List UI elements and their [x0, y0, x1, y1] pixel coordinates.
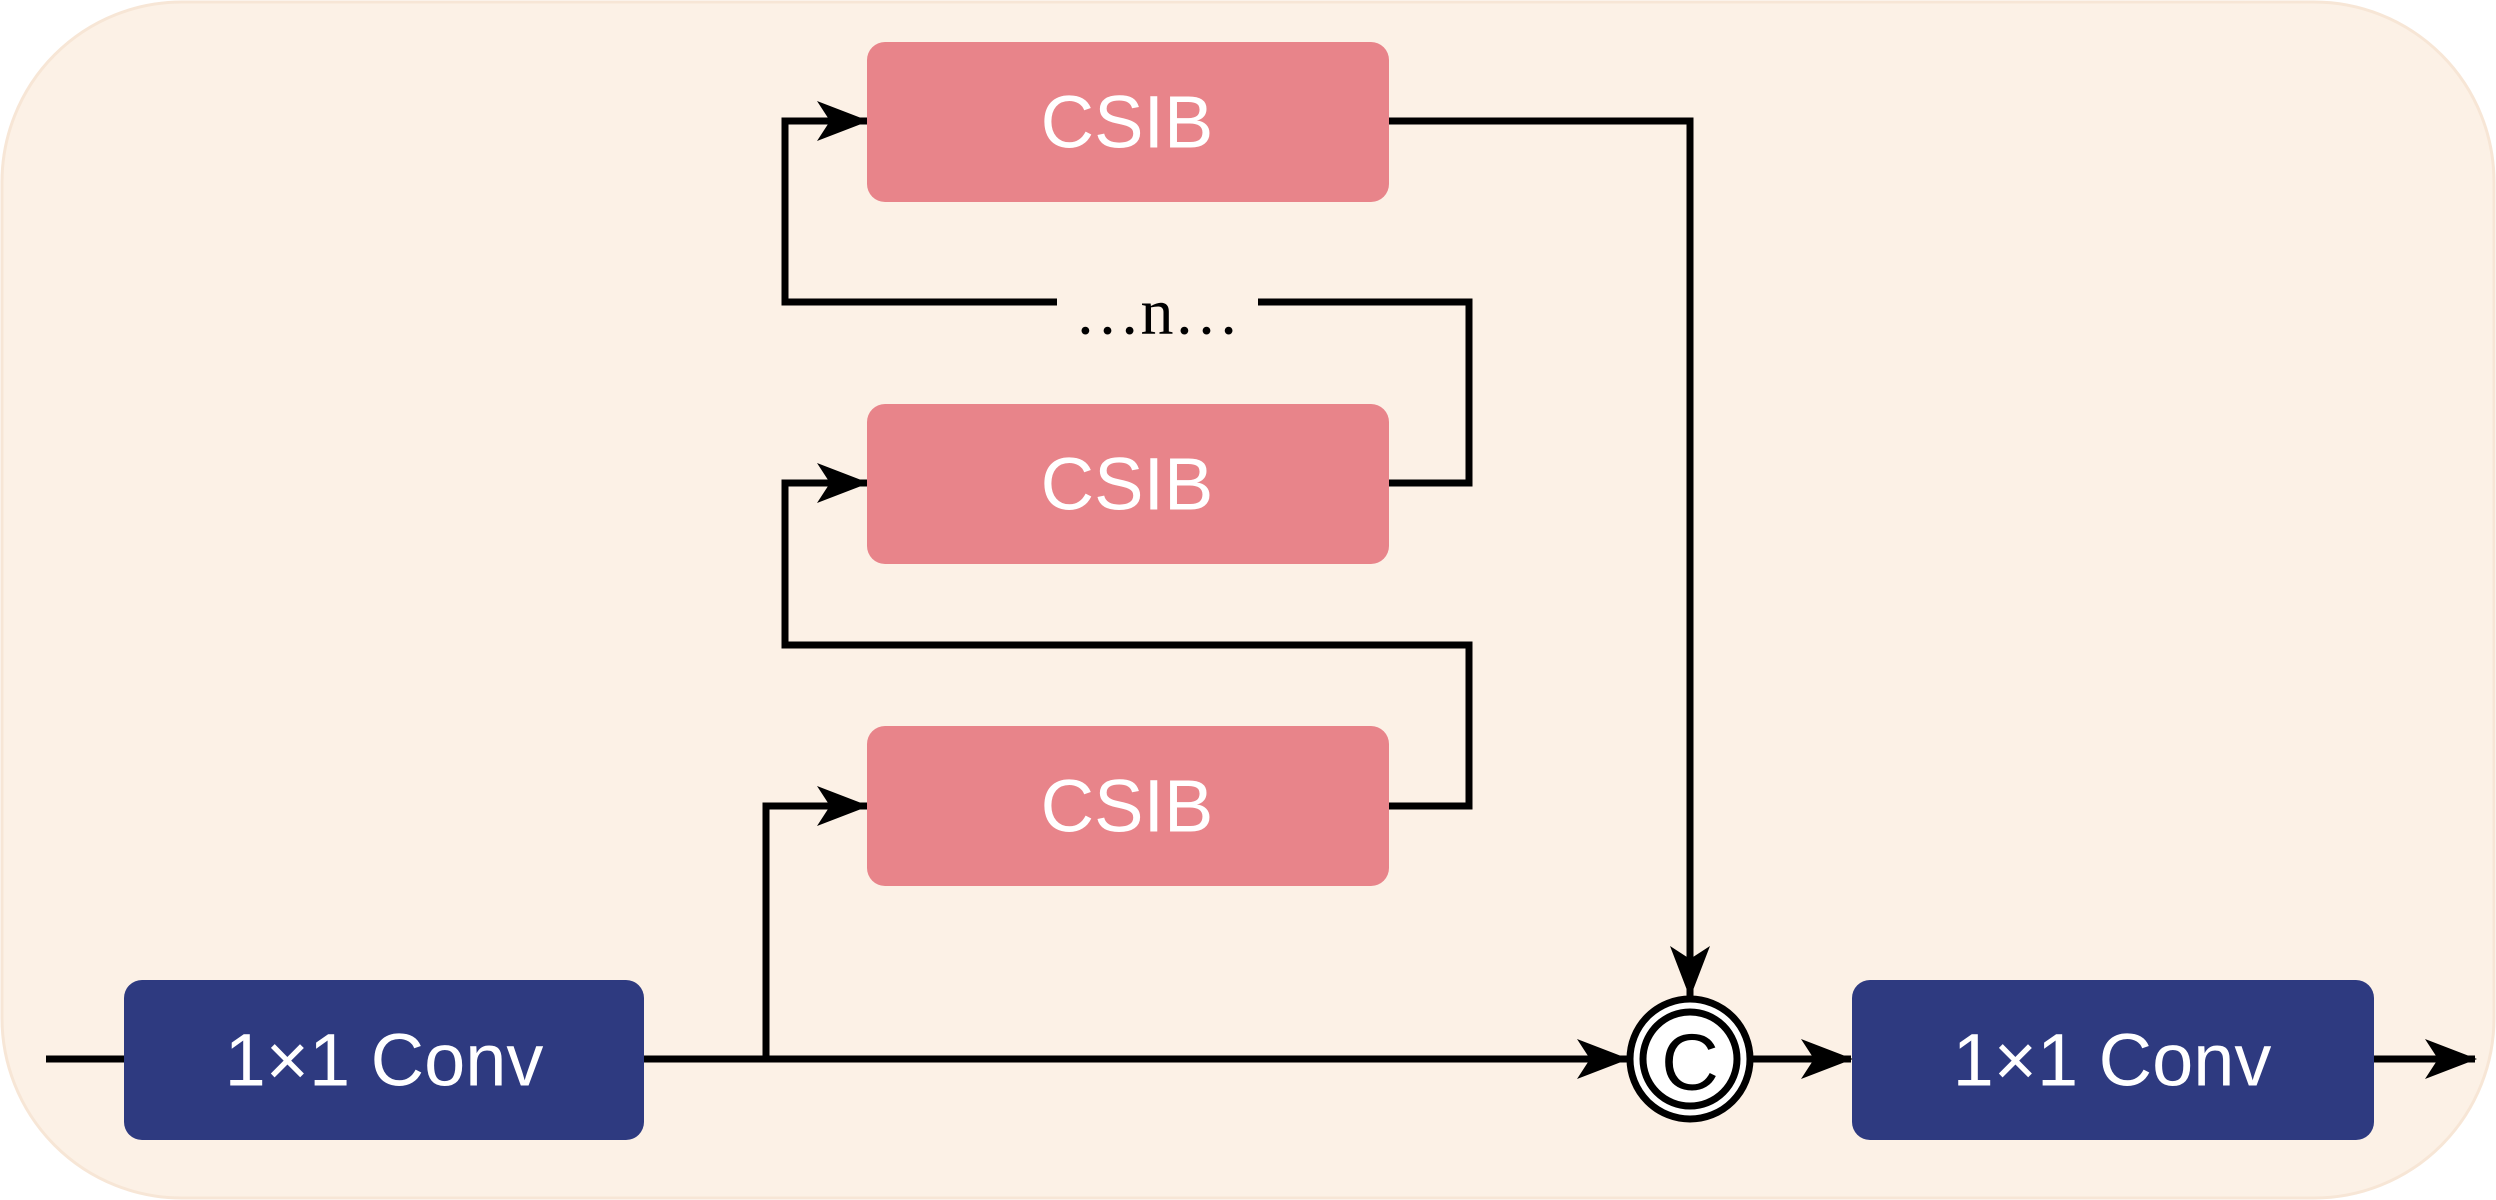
conv-in-label: 1×1 Conv	[225, 1019, 544, 1102]
csib-middle-block: CSIB	[867, 404, 1389, 564]
conv-out-block: 1×1 Conv	[1852, 980, 2374, 1140]
conv-in-block: 1×1 Conv	[124, 980, 644, 1140]
repeat-label: …n…	[1075, 276, 1240, 349]
csib-bottom-to-middle-arrow	[781, 463, 1473, 810]
csib-top-label: CSIB	[1041, 81, 1214, 164]
concat-node: C	[1626, 995, 1754, 1123]
csib-bottom-label: CSIB	[1041, 765, 1214, 848]
csib-middle-label: CSIB	[1041, 443, 1214, 526]
concat-symbol: C	[1661, 1018, 1719, 1107]
csib-top-block: CSIB	[867, 42, 1389, 202]
branch-to-csib-bottom-arrow	[762, 786, 869, 1059]
conv-out-label: 1×1 Conv	[1953, 1019, 2272, 1102]
csib-middle-out-line	[1258, 298, 1473, 487]
csib-top-to-concat-arrow	[1388, 117, 1710, 998]
repeat-to-csib-top-arrow	[781, 101, 1057, 306]
csib-bottom-block: CSIB	[867, 726, 1389, 886]
